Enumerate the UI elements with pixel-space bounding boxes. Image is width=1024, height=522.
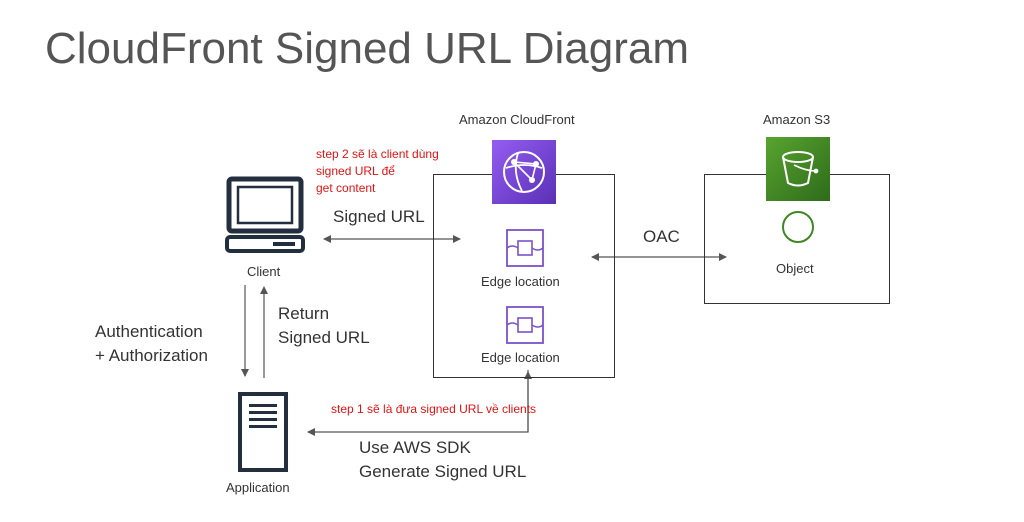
object-label: Object xyxy=(776,261,814,276)
edge-location-icon xyxy=(506,306,544,344)
step2-line1: step 2 sẽ là client dùng xyxy=(316,147,439,161)
page-title: CloudFront Signed URL Diagram xyxy=(45,24,689,73)
application-label: Application xyxy=(226,480,290,495)
auth-label: Authentication + Authorization xyxy=(95,320,208,368)
return-label-line1: Return xyxy=(278,304,330,323)
return-label: Return Signed URL xyxy=(278,302,370,350)
application-server-icon xyxy=(237,391,289,473)
s3-bucket-icon xyxy=(766,137,830,201)
client-label: Client xyxy=(247,264,281,279)
sdk-label: Use AWS SDK Generate Signed URL xyxy=(359,436,526,484)
step2-annotation: step 2 sẽ là client dùng signed URL để g… xyxy=(316,146,439,197)
return-label-line2: Signed URL xyxy=(278,328,370,347)
edge-location-icon xyxy=(506,229,544,267)
edge-location-label-2: Edge location xyxy=(481,350,560,365)
step2-line2: signed URL để xyxy=(316,164,395,178)
cloudfront-service-label: Amazon CloudFront xyxy=(459,112,575,127)
auth-label-line1: Authentication xyxy=(95,322,203,341)
sdk-label-line1: Use AWS SDK xyxy=(359,438,471,457)
step1-annotation: step 1 sẽ là đưa signed URL về clients xyxy=(331,402,537,416)
sdk-label-line2: Generate Signed URL xyxy=(359,462,527,481)
edge-location-label-1: Edge location xyxy=(481,274,560,289)
step2-line3: get content xyxy=(316,181,376,195)
client-computer-icon xyxy=(225,176,305,256)
s3-service-label: Amazon S3 xyxy=(763,112,831,127)
oac-label: OAC xyxy=(643,227,680,246)
cloudfront-icon xyxy=(492,140,556,204)
auth-label-line2: + Authorization xyxy=(95,346,208,365)
signed-url-label: Signed URL xyxy=(333,207,425,226)
object-icon xyxy=(781,210,815,244)
